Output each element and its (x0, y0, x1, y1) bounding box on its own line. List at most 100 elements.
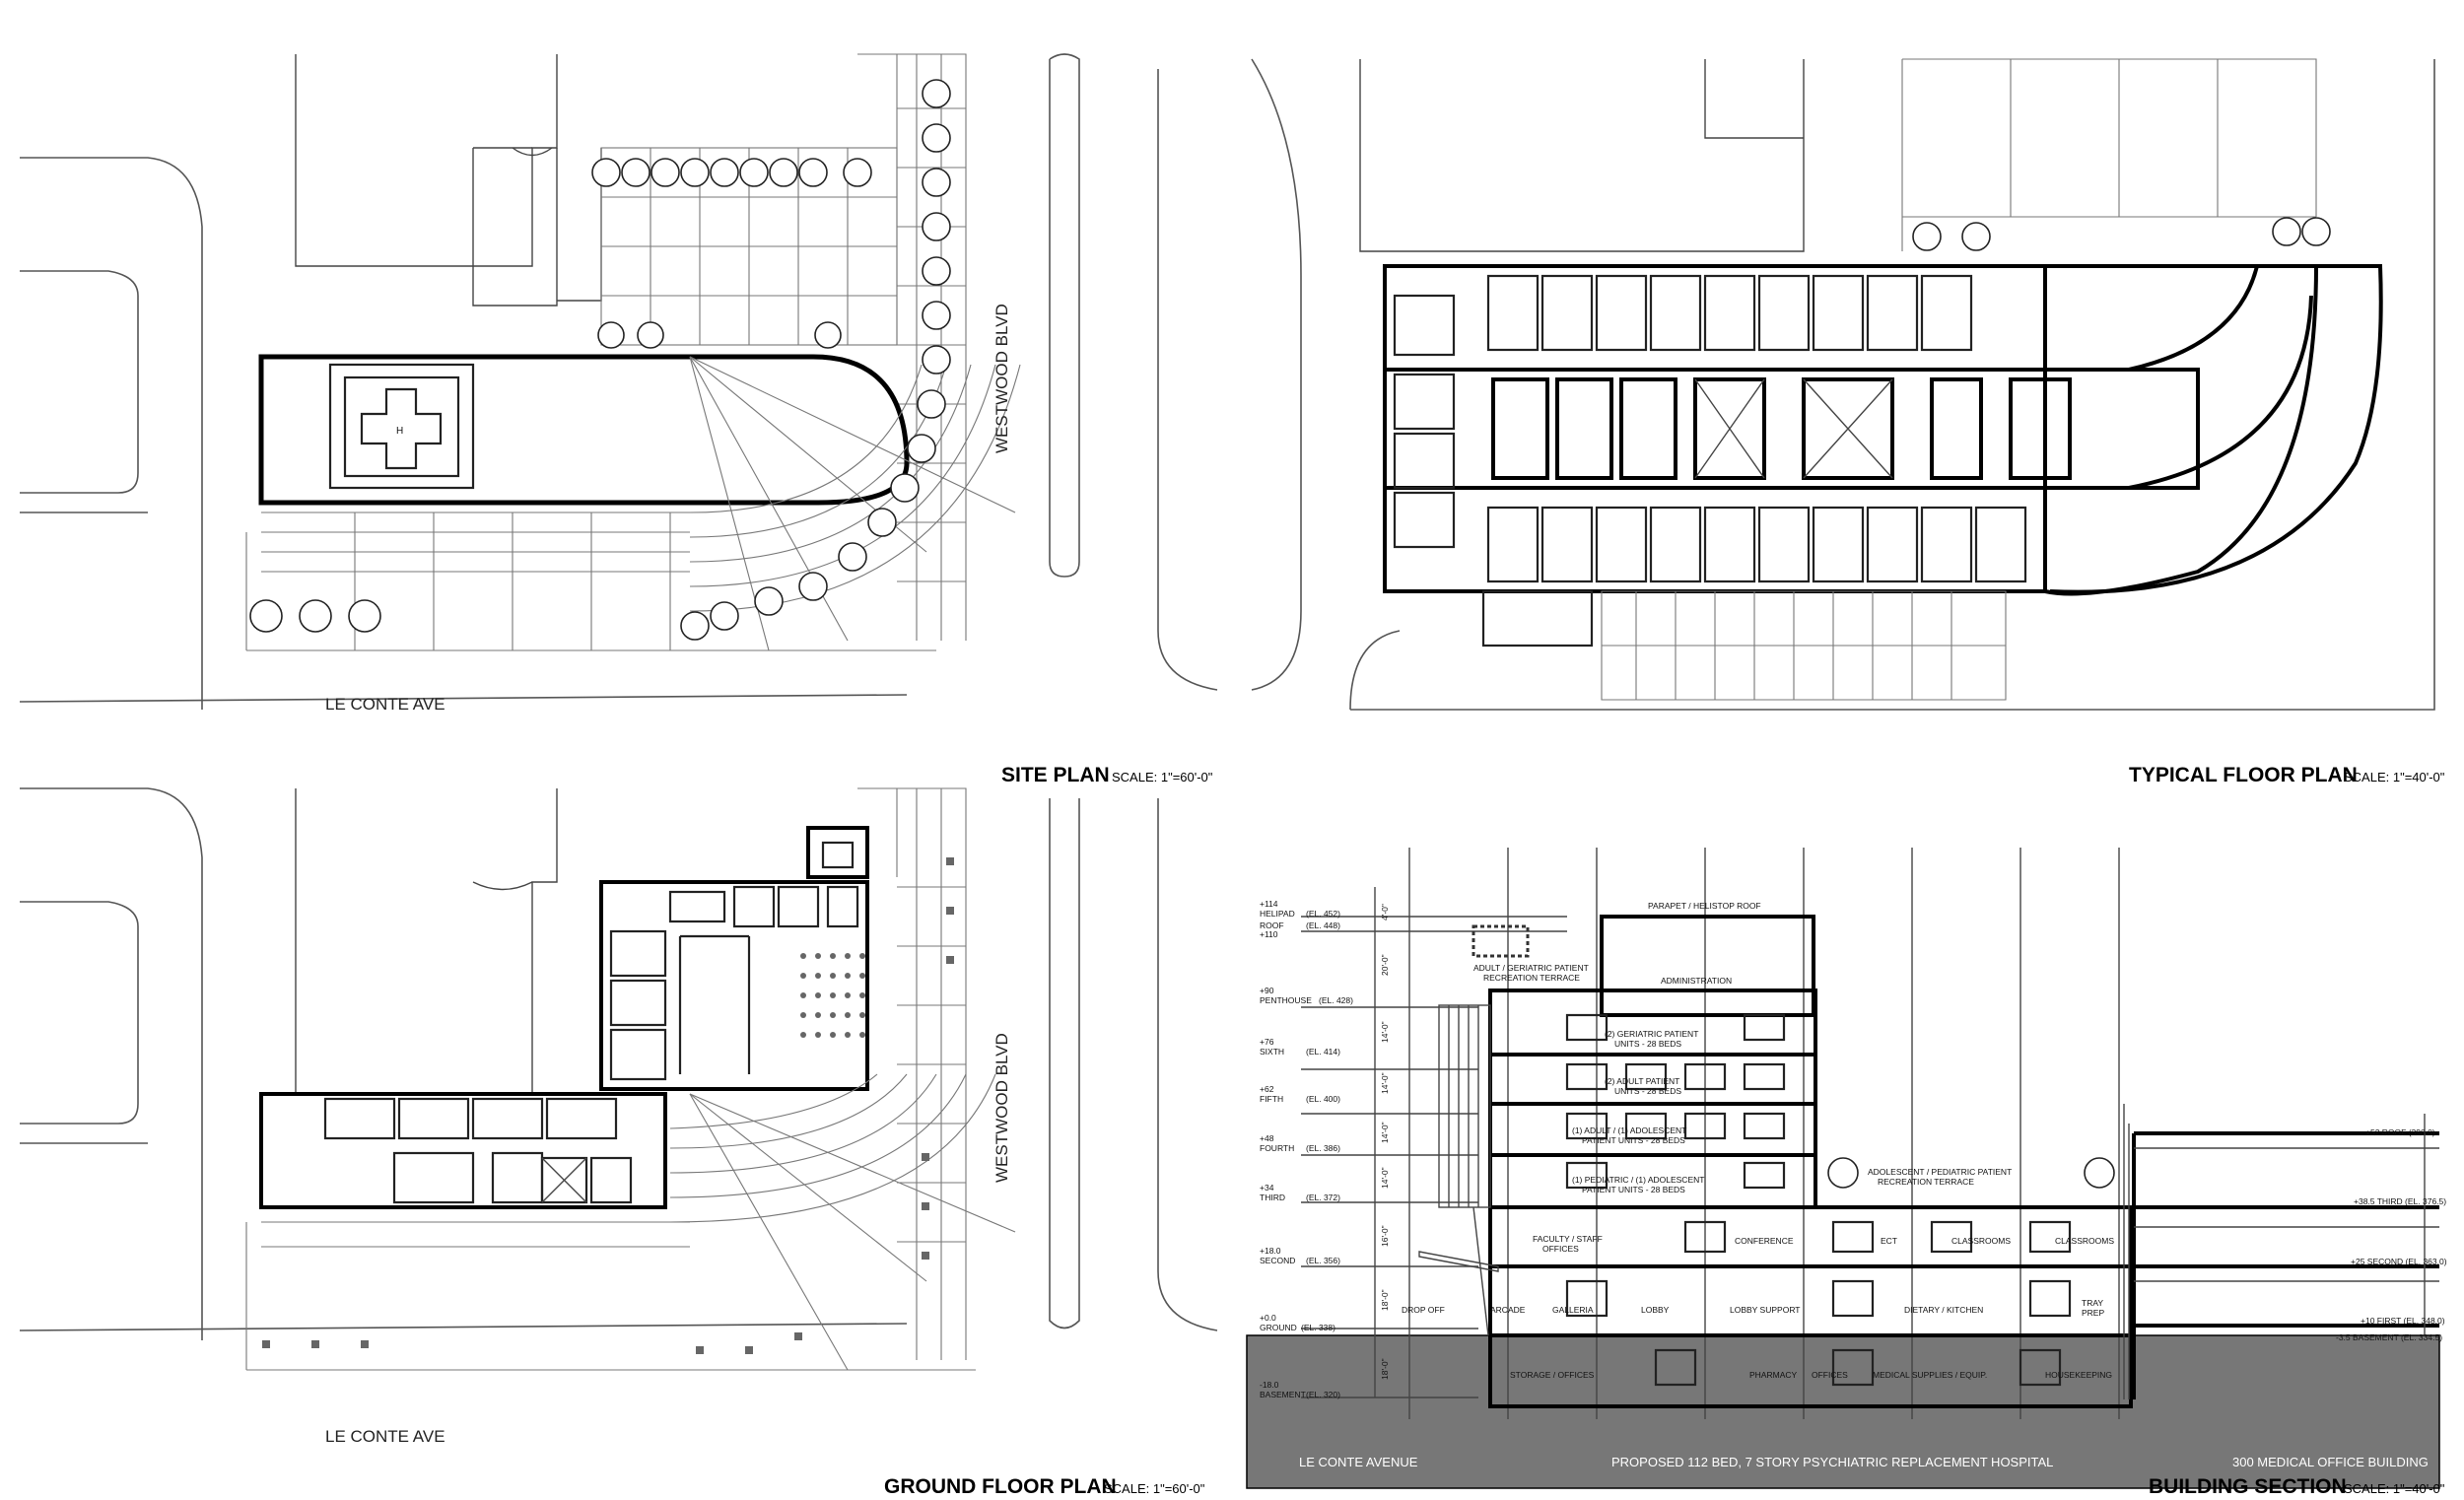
svg-text:PARAPET / HELISTOP ROOF: PARAPET / HELISTOP ROOF (1648, 901, 1761, 911)
svg-text:GROUND: GROUND (1260, 1323, 1297, 1332)
level-roof: ROOF +110 (EL. 448) (1260, 920, 1340, 939)
svg-text:(EL. 386): (EL. 386) (1306, 1143, 1340, 1153)
svg-text:(EL. 356): (EL. 356) (1306, 1256, 1340, 1265)
svg-text:(1) PEDIATRIC / (1) ADOLESCENT: (1) PEDIATRIC / (1) ADOLESCENT (1572, 1175, 1704, 1185)
svg-text:GALLERIA: GALLERIA (1552, 1305, 1594, 1315)
section-room-labels: PARAPET / HELISTOP ROOF ADMINISTRATION A… (1402, 901, 2114, 1380)
svg-text:DROP OFF: DROP OFF (1402, 1305, 1445, 1315)
svg-text:UNITS - 28 BEDS: UNITS - 28 BEDS (1614, 1039, 1681, 1049)
svg-text:14'-0": 14'-0" (1380, 1021, 1390, 1043)
typical-floor-plan: TYPICAL FLOOR PLAN SCALE: 1"=40'-0" (1251, 58, 2445, 786)
svg-text:+34: +34 (1260, 1183, 1274, 1193)
svg-text:14'-0": 14'-0" (1380, 1072, 1390, 1094)
svg-text:RECREATION TERRACE: RECREATION TERRACE (1483, 973, 1580, 983)
svg-text:(EL. 400): (EL. 400) (1306, 1094, 1340, 1104)
svg-text:PATIENT UNITS - 28 BEDS: PATIENT UNITS - 28 BEDS (1582, 1135, 1685, 1145)
svg-text:RECREATION TERRACE: RECREATION TERRACE (1878, 1177, 1974, 1187)
svg-text:DIETARY / KITCHEN: DIETARY / KITCHEN (1904, 1305, 1983, 1315)
site-trees (249, 79, 951, 641)
svg-text:+52 ROOF (390.0): +52 ROOF (390.0) (2365, 1127, 2435, 1137)
svg-text:+18.0: +18.0 (1260, 1246, 1281, 1256)
svg-text:CONFERENCE: CONFERENCE (1735, 1236, 1794, 1246)
svg-text:(EL. 448): (EL. 448) (1306, 920, 1340, 930)
svg-text:CLASSROOMS: CLASSROOMS (2055, 1236, 2114, 1246)
svg-text:ADULT / GERIATRIC PATIENT: ADULT / GERIATRIC PATIENT (1473, 963, 1589, 973)
svg-text:ADMINISTRATION: ADMINISTRATION (1661, 976, 1732, 986)
svg-text:FOURTH: FOURTH (1260, 1143, 1294, 1153)
svg-text:18'-0": 18'-0" (1380, 1289, 1390, 1311)
level-fourth: +48 FOURTH (EL. 386) (1260, 1133, 1340, 1153)
section-proposed-hospital: PROPOSED 112 BED, 7 STORY PSYCHIATRIC RE… (1611, 1455, 2053, 1469)
svg-text:MEDICAL SUPPLIES / EQUIP.: MEDICAL SUPPLIES / EQUIP. (1873, 1370, 1987, 1380)
building-section-scale: SCALE: 1"=40'-0" (2344, 1481, 2445, 1496)
level-third: +34 THIRD (EL. 372) (1260, 1183, 1340, 1202)
svg-text:UNITS - 28 BEDS: UNITS - 28 BEDS (1614, 1086, 1681, 1096)
svg-text:(2) GERIATRIC PATIENT: (2) GERIATRIC PATIENT (1605, 1029, 1698, 1039)
svg-text:OFFICES: OFFICES (1812, 1370, 1848, 1380)
svg-text:ADOLESCENT / PEDIATRIC PATIENT: ADOLESCENT / PEDIATRIC PATIENT (1868, 1167, 2012, 1177)
svg-text:4'-0": 4'-0" (1380, 904, 1390, 920)
svg-text:FACULTY / STAFF: FACULTY / STAFF (1533, 1234, 1603, 1244)
svg-text:18'-0": 18'-0" (1380, 1358, 1390, 1380)
level-fifth: +62 FIFTH (EL. 400) (1260, 1084, 1340, 1104)
svg-text:HOUSEKEEPING: HOUSEKEEPING (2045, 1370, 2112, 1380)
svg-text:LOBBY SUPPORT: LOBBY SUPPORT (1730, 1305, 1801, 1315)
level-ground: +0.0 GROUND (EL. 338) (1260, 1313, 1335, 1332)
svg-text:(EL. 372): (EL. 372) (1306, 1193, 1340, 1202)
section-medical-office-building: 300 MEDICAL OFFICE BUILDING (2232, 1455, 2429, 1469)
svg-text:SIXTH: SIXTH (1260, 1047, 1284, 1057)
svg-text:PHARMACY: PHARMACY (1749, 1370, 1798, 1380)
svg-text:(EL. 414): (EL. 414) (1306, 1047, 1340, 1057)
svg-text:OFFICES: OFFICES (1542, 1244, 1579, 1254)
svg-text:(2) ADULT PATIENT: (2) ADULT PATIENT (1605, 1076, 1679, 1086)
svg-text:LOBBY: LOBBY (1641, 1305, 1670, 1315)
svg-text:-18.0: -18.0 (1260, 1380, 1279, 1390)
svg-text:+48: +48 (1260, 1133, 1274, 1143)
svg-text:14'-0": 14'-0" (1380, 1167, 1390, 1189)
svg-text:+10 FIRST (EL. 348.0): +10 FIRST (EL. 348.0) (2361, 1316, 2445, 1326)
svg-text:(1) ADULT / (1) ADOLESCENT: (1) ADULT / (1) ADOLESCENT (1572, 1125, 1686, 1135)
svg-text:+90: +90 (1260, 986, 1274, 995)
svg-text:PATIENT UNITS - 28 BEDS: PATIENT UNITS - 28 BEDS (1582, 1185, 1685, 1194)
site-street-le-conte: LE CONTE AVE (325, 695, 445, 714)
svg-text:SECOND: SECOND (1260, 1256, 1295, 1265)
level-basement: -18.0 BASEMENT (EL. 320) (1260, 1380, 1340, 1399)
svg-text:-3.5 BASEMENT (EL. 334.5): -3.5 BASEMENT (EL. 334.5) (2336, 1332, 2442, 1342)
site-street-westwood: WESTWOOD BLVD (992, 304, 1011, 453)
level-second: +18.0 SECOND (EL. 356) (1260, 1246, 1340, 1265)
svg-text:H: H (396, 426, 403, 437)
svg-text:16'-0": 16'-0" (1380, 1225, 1390, 1247)
ground-floor-plan: LE CONTE AVE WESTWOOD BLVD GROUND FLOOR … (19, 787, 1218, 1498)
svg-text:ECT: ECT (1881, 1236, 1897, 1246)
svg-text:+0.0: +0.0 (1260, 1313, 1276, 1323)
svg-text:+62: +62 (1260, 1084, 1274, 1094)
level-penthouse: +90 PENTHOUSE (EL. 428) (1260, 986, 1353, 1005)
level-sixth: +76 SIXTH (EL. 414) (1260, 1037, 1340, 1057)
svg-text:14'-0": 14'-0" (1380, 1122, 1390, 1143)
svg-text:ARCADE: ARCADE (1490, 1305, 1526, 1315)
level-helipad: +114 HELIPAD (EL. 452) (1260, 899, 1340, 919)
svg-text:+38.5 THIRD (EL. 376.5): +38.5 THIRD (EL. 376.5) (2354, 1196, 2446, 1206)
site-plan-scale: SCALE: 1"=60'-0" (1112, 770, 1213, 784)
svg-text:(EL. 428): (EL. 428) (1319, 995, 1353, 1005)
svg-text:(EL. 452): (EL. 452) (1306, 909, 1340, 919)
svg-text:PREP: PREP (2082, 1308, 2104, 1318)
svg-text:BASEMENT: BASEMENT (1260, 1390, 1306, 1399)
typical-floor-plan-scale: SCALE: 1"=40'-0" (2344, 770, 2445, 784)
svg-text:PENTHOUSE: PENTHOUSE (1260, 995, 1312, 1005)
svg-text:20'-0": 20'-0" (1380, 954, 1390, 976)
building-section-title: BUILDING SECTION (2149, 1475, 2347, 1498)
typical-floor-plan-title: TYPICAL FLOOR PLAN (2129, 764, 2358, 786)
svg-text:THIRD: THIRD (1260, 1193, 1285, 1202)
svg-text:+114: +114 (1260, 899, 1278, 909)
svg-text:STORAGE / OFFICES: STORAGE / OFFICES (1510, 1370, 1595, 1380)
svg-text:(EL. 338): (EL. 338) (1301, 1323, 1335, 1332)
section-dimensions: 4'-0" 20'-0" 14'-0" 14'-0" 14'-0" 14'-0"… (1374, 887, 1390, 1398)
svg-text:+110: +110 (1260, 929, 1278, 939)
svg-text:CLASSROOMS: CLASSROOMS (1951, 1236, 2011, 1246)
svg-text:FIFTH: FIFTH (1260, 1094, 1283, 1104)
ground-street-westwood: WESTWOOD BLVD (992, 1033, 1011, 1183)
site-plan-title: SITE PLAN (1001, 764, 1110, 786)
section-le-conte-avenue: LE CONTE AVENUE (1299, 1455, 1418, 1469)
